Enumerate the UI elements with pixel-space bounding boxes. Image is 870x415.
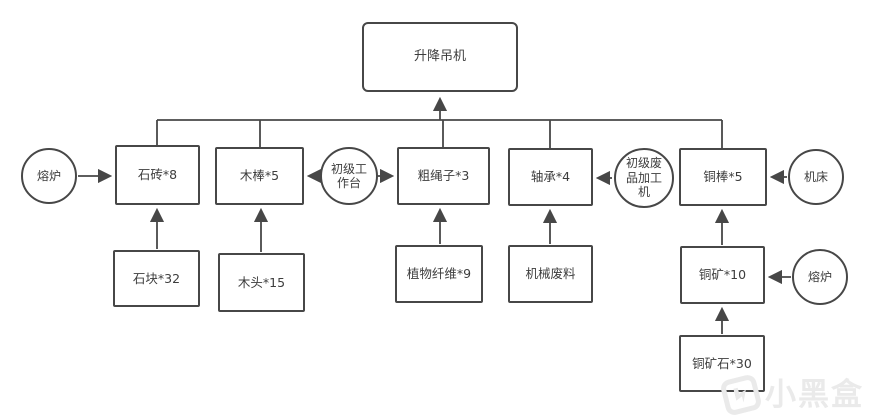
node-rough-rope: 粗绳子*3 bbox=[397, 147, 490, 205]
node-copper-rod: 铜棒*5 bbox=[679, 148, 767, 206]
node-copper-ore: 铜矿*10 bbox=[680, 246, 765, 304]
node-stone: 石块*32 bbox=[113, 250, 200, 307]
xiaoheihe-logo-icon bbox=[719, 373, 763, 415]
machine-machine-tool: 机床 bbox=[788, 149, 844, 205]
machine-furnace-right: 熔炉 bbox=[792, 249, 848, 305]
machine-scrap-processor: 初级废品加工机 bbox=[614, 148, 674, 208]
node-wood-stick: 木棒*5 bbox=[215, 147, 304, 205]
node-mech-scrap: 机械废料 bbox=[508, 245, 593, 303]
machine-furnace-left: 熔炉 bbox=[21, 148, 77, 204]
node-copper-ore-rock: 铜矿石*30 bbox=[679, 335, 765, 392]
node-lift-crane: 升降吊机 bbox=[362, 22, 518, 92]
node-stone-brick: 石砖*8 bbox=[115, 145, 200, 205]
node-plant-fiber: 植物纤维*9 bbox=[395, 245, 483, 303]
watermark-text: 小黑盒 bbox=[765, 376, 864, 413]
watermark: 小黑盒 bbox=[719, 373, 864, 415]
xiaoheihe-logo-glyph bbox=[733, 386, 749, 404]
machine-workbench: 初级工作台 bbox=[320, 147, 378, 205]
node-bearing: 轴承*4 bbox=[508, 148, 593, 206]
node-wood: 木头*15 bbox=[218, 253, 305, 312]
